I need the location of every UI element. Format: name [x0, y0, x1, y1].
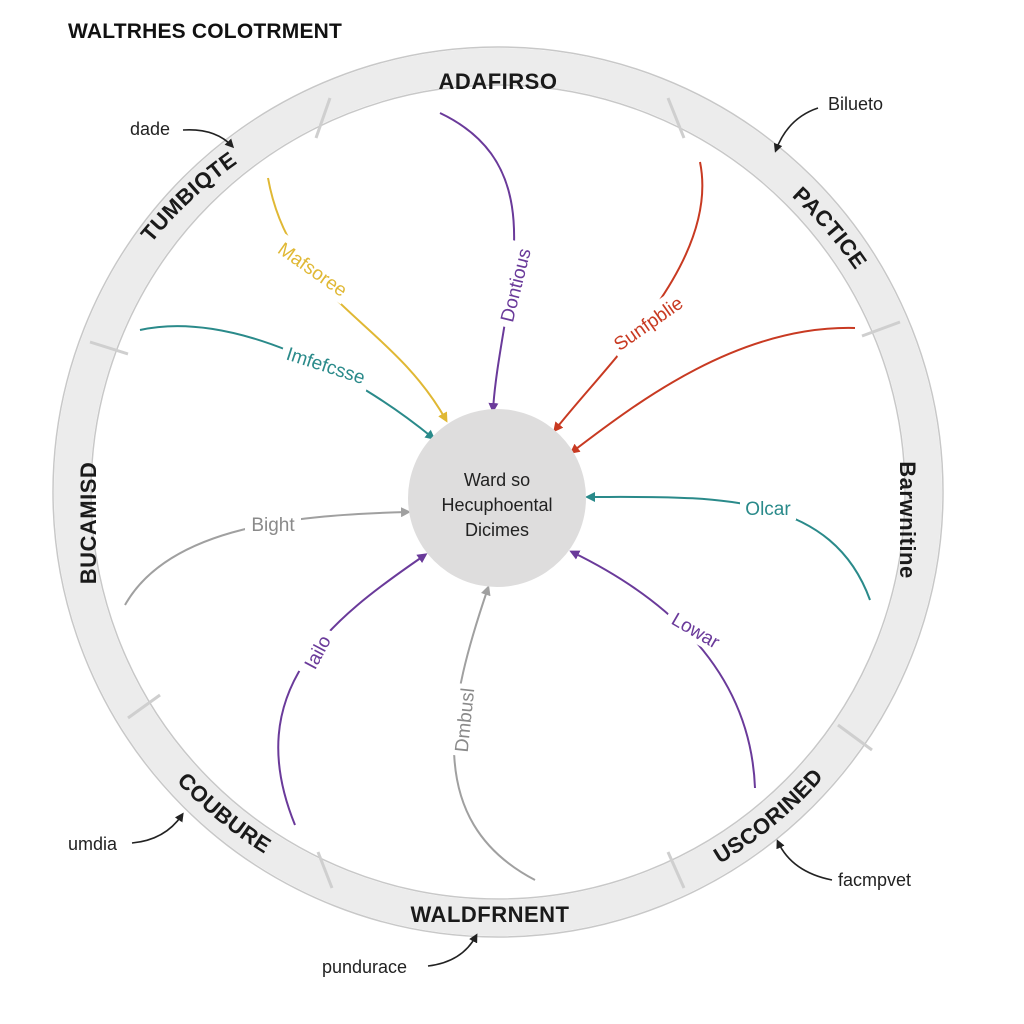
- connector-label-gray-bottom-group: Dmbusl: [448, 682, 480, 758]
- connector-label-gray-left: Bight: [251, 515, 295, 536]
- connector-label-purple-left-group: Iailo: [294, 624, 340, 680]
- external-label-bottom: pundurace: [322, 957, 407, 977]
- ring-label-top-left: TUMBIQTE: [136, 147, 241, 247]
- connector-label-purple-top-group: Dontious: [491, 240, 539, 330]
- pointer-arrow-bottom: [427, 933, 478, 967]
- connector-label-teal-right-group: Olcar: [740, 496, 796, 520]
- external-label-bottom-right: facmpvet: [838, 870, 911, 890]
- ring-label-bottom: WALDFRNENT: [411, 902, 570, 927]
- ring-label-right: Barwnitine: [895, 461, 920, 578]
- ring-label-bottom-left: COUBURE: [173, 768, 276, 859]
- connector-label-yellow-group: Mafsoree: [270, 233, 356, 305]
- pointer-arrow-top-right: [773, 107, 819, 153]
- center-label-line-2: Hecuphoental: [441, 495, 552, 515]
- pointer-arrow-bottom-left: [131, 812, 184, 844]
- center-hub: [408, 409, 586, 587]
- connector-yellow: [267, 177, 448, 423]
- connector-label-purple-right-group: Lowar: [662, 603, 730, 657]
- ring-label-bottom-right: USCORINED: [709, 763, 828, 868]
- pointer-arrow-top-left: [182, 129, 235, 149]
- connector-label-gray-left-group: Bight: [245, 512, 301, 536]
- connector-label-yellow: Mafsoree: [274, 239, 351, 302]
- connector-purple-top: [439, 112, 516, 413]
- center-label-line-1: Ward so: [464, 470, 530, 490]
- connector-purple-right: [569, 550, 756, 789]
- external-label-bottom-left: umdia: [68, 834, 118, 854]
- connector-red-lower: [569, 326, 856, 454]
- connector-purple-left: [277, 553, 428, 826]
- external-label-top-right: Bilueto: [828, 94, 883, 114]
- external-label-top-left: dade: [130, 119, 170, 139]
- center-label-line-3: Dicimes: [465, 520, 529, 540]
- ring-label-left: BUCAMISD: [76, 462, 101, 585]
- ring-label-top: ADAFIRSO: [439, 69, 558, 94]
- connector-label-red-group: Sunfpblie: [604, 287, 692, 359]
- outer-ring: [52, 46, 944, 938]
- pointer-arrow-bottom-right: [776, 839, 833, 881]
- connector-label-teal-left: Imfefcsse: [284, 344, 368, 389]
- connector-label-red: Sunfpblie: [610, 293, 687, 356]
- connector-label-teal-right: Olcar: [745, 499, 791, 520]
- connector-label-teal-left-group: Imfefcsse: [278, 338, 374, 392]
- connector-gray-left: [124, 507, 411, 606]
- page-title: WALTRHES COLOTRMENT: [68, 20, 343, 43]
